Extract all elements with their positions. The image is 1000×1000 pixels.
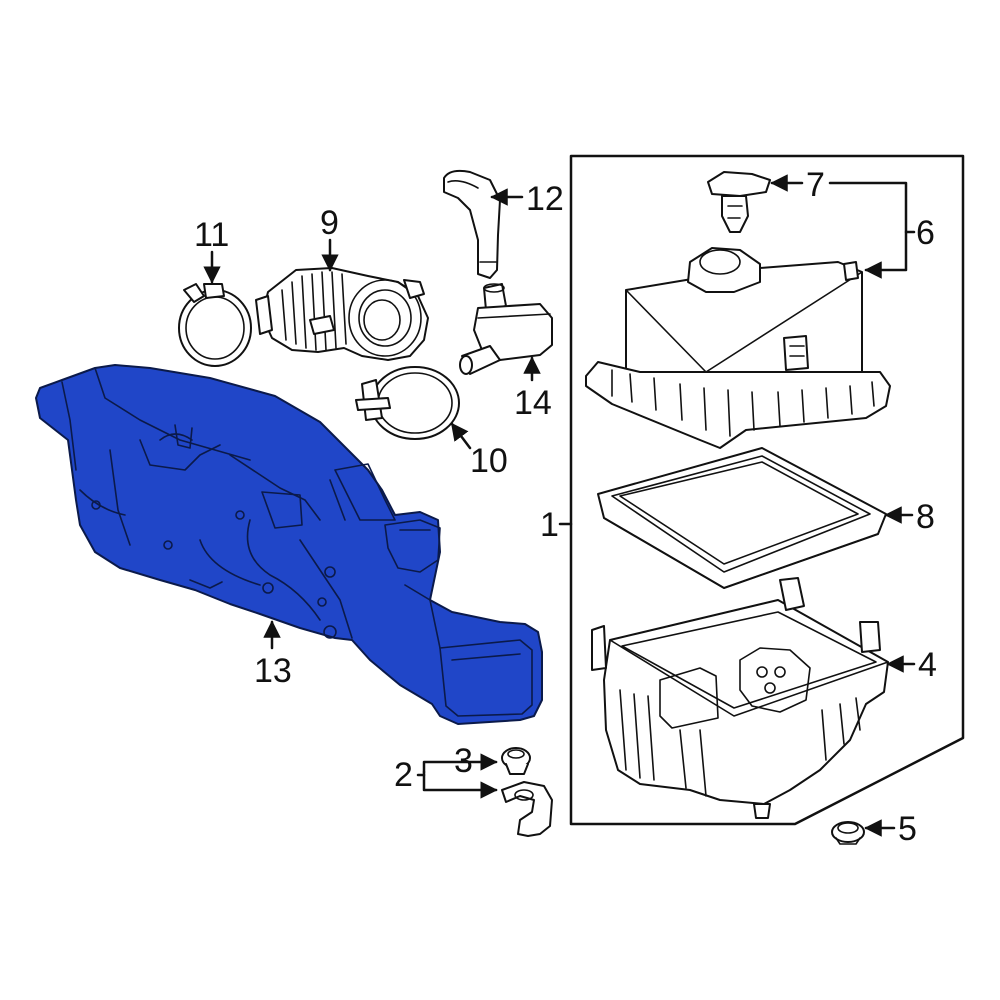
callout-12: 12 xyxy=(526,180,564,218)
air-cleaner-cover-6[interactable] xyxy=(585,247,891,449)
leader-lines xyxy=(203,174,916,837)
bracket-2[interactable] xyxy=(501,781,553,837)
clamp-10[interactable] xyxy=(355,366,460,440)
callout-6: 6 xyxy=(916,214,935,252)
tube-12[interactable] xyxy=(443,169,501,279)
callout-11: 11 xyxy=(194,216,229,254)
grommet-5[interactable] xyxy=(831,821,865,845)
intake-hose-9[interactable] xyxy=(255,267,429,361)
callout-10: 10 xyxy=(470,442,508,480)
callout-8: 8 xyxy=(916,498,935,536)
clamp-11[interactable] xyxy=(178,283,252,367)
callout-2: 2 xyxy=(394,756,413,794)
callout-13: 13 xyxy=(254,652,292,690)
callout-3: 3 xyxy=(454,742,473,780)
callout-4: 4 xyxy=(918,646,937,684)
air-cleaner-lower-housing-4[interactable] xyxy=(591,577,889,819)
callout-14: 14 xyxy=(514,384,552,422)
mass-airflow-sensor-7[interactable] xyxy=(707,171,771,233)
air-filter-8[interactable] xyxy=(597,447,887,589)
callout-5: 5 xyxy=(898,810,917,848)
resonator-14[interactable] xyxy=(459,283,553,375)
callout-labels: 12 11 9 14 10 13 7 6 8 1 4 3 2 5 xyxy=(194,166,937,848)
air-duct-13[interactable] xyxy=(35,364,543,725)
grommet-3[interactable] xyxy=(501,747,531,775)
assembly-box xyxy=(569,154,965,826)
callout-9: 9 xyxy=(320,204,339,242)
callout-1: 1 xyxy=(540,506,559,544)
callout-7: 7 xyxy=(806,166,825,204)
